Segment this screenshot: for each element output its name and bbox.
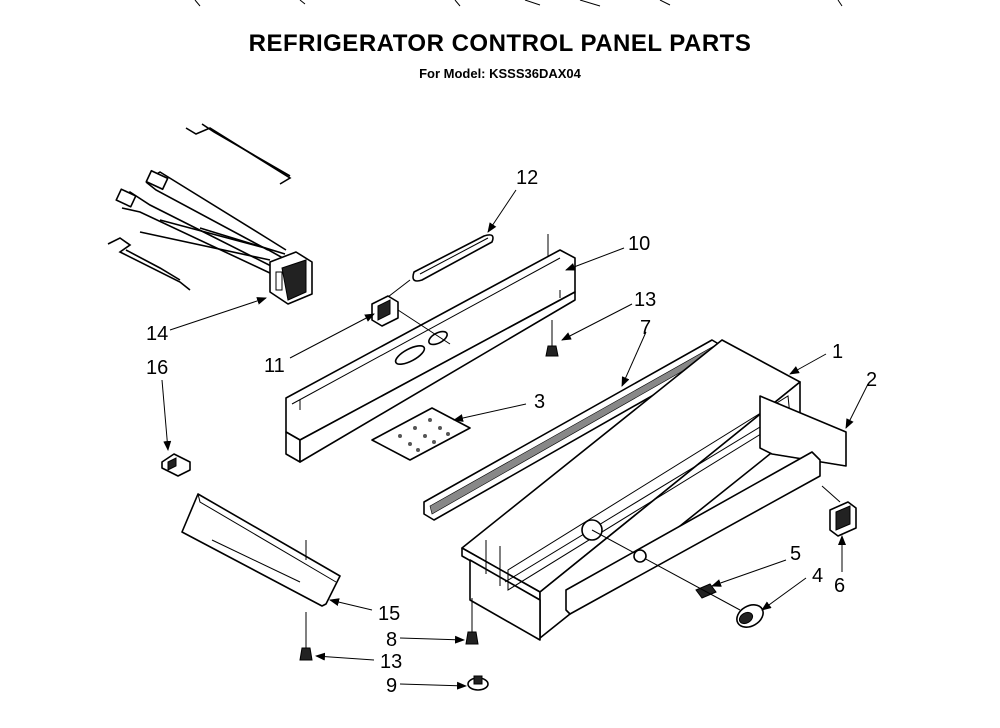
screw-13-upper bbox=[545, 320, 559, 357]
part-11-thermostat bbox=[371, 295, 451, 345]
part-12-capillary-bulb bbox=[383, 234, 494, 301]
callout-3: 3 bbox=[534, 391, 545, 413]
part-5-clip bbox=[695, 583, 717, 599]
part-15-lower-trim bbox=[181, 493, 341, 607]
part-10-control-bracket bbox=[285, 234, 576, 463]
callout-13-lower: 13 bbox=[380, 651, 402, 673]
callout-numbers: 1 2 3 4 5 6 7 8 9 10 11 12 13 13 14 15 1… bbox=[146, 167, 877, 697]
model-subtitle: For Model: KSSS36DAX04 bbox=[419, 66, 581, 81]
part-14-wire-harness bbox=[107, 123, 313, 305]
part-6-switch bbox=[821, 485, 857, 537]
callout-13-upper: 13 bbox=[634, 289, 656, 311]
top-edge-marks bbox=[194, 0, 843, 7]
part-3-mounting-plate bbox=[371, 407, 471, 461]
callout-11: 11 bbox=[264, 355, 285, 377]
screw-13-lower bbox=[299, 612, 313, 661]
part-16-clip bbox=[161, 453, 191, 477]
part-4-knob bbox=[736, 604, 764, 628]
callout-4: 4 bbox=[812, 565, 823, 587]
callout-6: 6 bbox=[834, 575, 845, 597]
callout-1: 1 bbox=[832, 341, 843, 363]
screw-9 bbox=[467, 675, 489, 691]
screw-8 bbox=[465, 598, 479, 645]
callout-2: 2 bbox=[866, 369, 877, 391]
page-title: REFRIGERATOR CONTROL PANEL PARTS bbox=[248, 30, 752, 57]
callout-7: 7 bbox=[640, 317, 651, 339]
part-2-front-trim bbox=[759, 395, 847, 467]
part-knob-shaft bbox=[591, 529, 741, 611]
callout-10: 10 bbox=[628, 233, 650, 255]
callout-16: 16 bbox=[146, 357, 168, 379]
callout-12: 12 bbox=[516, 167, 538, 189]
callout-15: 15 bbox=[378, 603, 400, 625]
part-7-gasket-strip bbox=[423, 339, 723, 521]
callout-5: 5 bbox=[790, 543, 801, 565]
part-face-overlay bbox=[565, 451, 821, 615]
callout-14: 14 bbox=[146, 323, 168, 345]
callout-9: 9 bbox=[386, 675, 397, 697]
leader-arrows bbox=[161, 189, 869, 690]
callout-8: 8 bbox=[386, 629, 397, 651]
